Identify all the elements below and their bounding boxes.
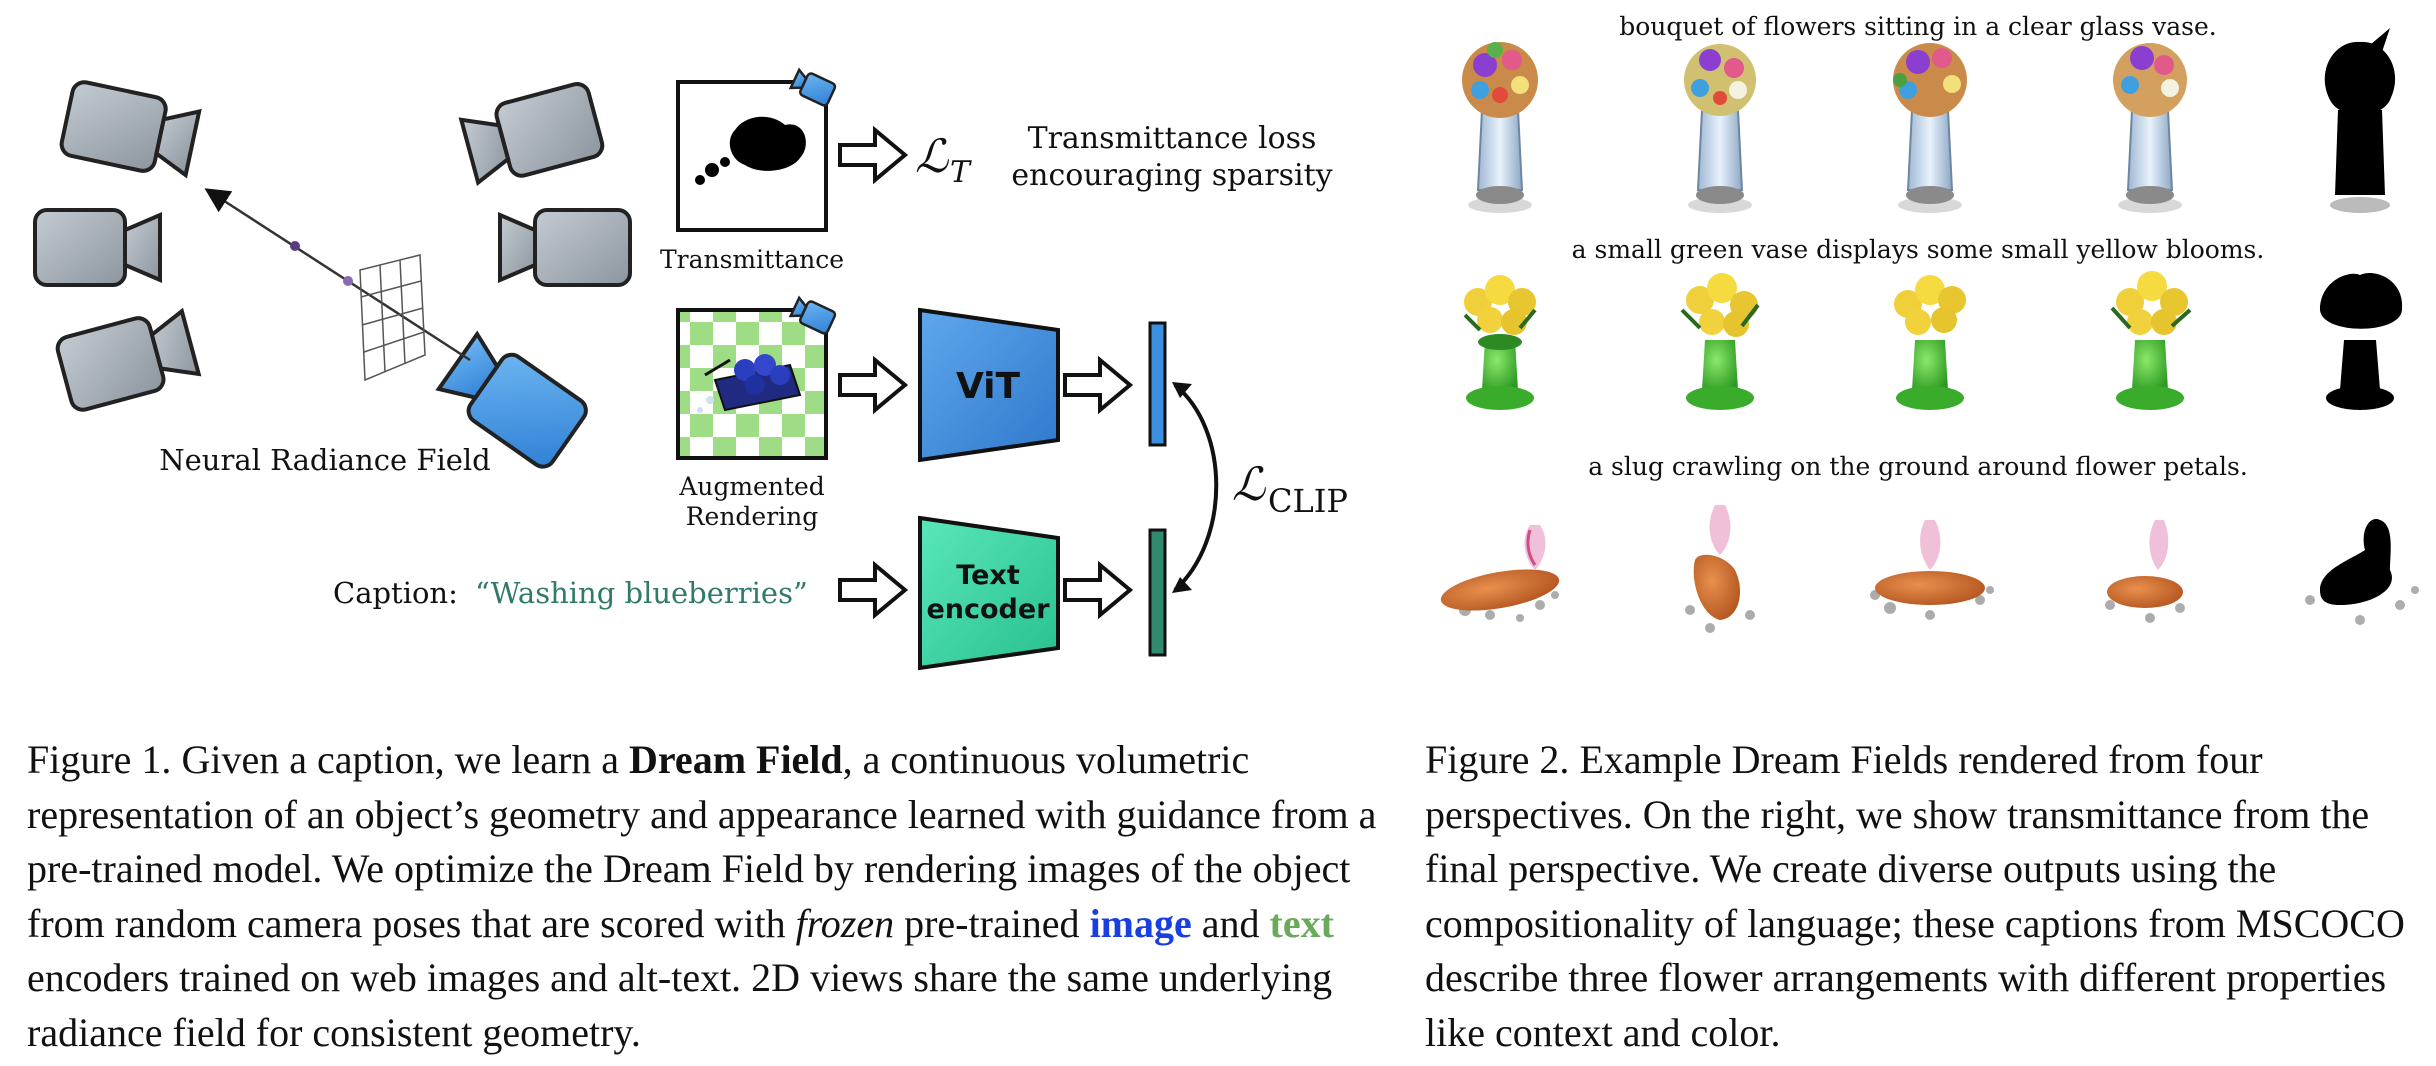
figure-2-svg <box>1440 28 2419 633</box>
bouquet-transmittance <box>2324 28 2396 213</box>
camera-icon <box>498 208 632 287</box>
caption-text: and <box>1191 900 1270 946</box>
row-caption-2: a small green vase displays some small y… <box>1571 235 2265 264</box>
loss-t-desc-1: Transmittance loss <box>1028 121 1317 156</box>
slug-transmittance <box>2305 519 2419 625</box>
slug-render <box>1440 525 1560 622</box>
loss-clip-subscript: CLIP <box>1268 482 1348 520</box>
augmented-label-2: Rendering <box>686 502 819 531</box>
caption-text: , a continuous volumetric representation… <box>27 737 1377 946</box>
camera-icon <box>458 82 605 187</box>
augmented-label-1: Augmented <box>678 472 825 501</box>
text-encoder-label-2: encoder <box>926 594 1050 625</box>
camera-icon <box>788 295 837 335</box>
render-row-3 <box>1440 505 2419 633</box>
arrow <box>1063 355 1134 415</box>
green-vase-render <box>1463 275 1537 410</box>
figure-1-diagram: Neural Radiance Field Transmittance <box>0 0 1400 700</box>
bouquet-render <box>1893 43 1967 213</box>
loss-clip-symbol: ℒ <box>1232 457 1266 511</box>
camera-icon <box>788 67 837 107</box>
green-vase-render <box>1680 273 1760 410</box>
sample-point <box>290 241 300 251</box>
vit-encoder <box>918 307 1060 463</box>
caption-bold-term: Dream Field <box>629 737 843 782</box>
text-encoder-label-1: Text <box>956 560 1020 591</box>
caption-example: “Washing blueberries” <box>475 576 808 610</box>
figure-1-label: Figure 1. <box>27 737 172 782</box>
active-camera-icon <box>435 330 588 469</box>
loss-t-subscript: T <box>950 155 972 190</box>
caption-image-word: image <box>1089 900 1192 946</box>
arrow <box>838 125 909 185</box>
camera-icon <box>59 80 202 179</box>
figure-1-caption: Figure 1. Given a caption, we learn a Dr… <box>27 733 1383 1060</box>
slug-render <box>2105 520 2185 623</box>
arrow <box>838 355 909 415</box>
text-encoder <box>918 515 1060 671</box>
green-vase-transmittance <box>2320 273 2403 410</box>
voxel-grid <box>359 254 426 382</box>
camera-icon <box>55 307 202 412</box>
render-row-2 <box>1463 271 2403 410</box>
transmittance-blob <box>695 116 806 185</box>
clip-arc <box>1173 383 1219 592</box>
blueberries-icon <box>697 354 802 413</box>
row-caption-1: bouquet of flowers sitting in a clear gl… <box>1619 12 2217 41</box>
camera-ray <box>204 188 471 362</box>
camera-icon <box>33 208 162 287</box>
caption-prefix: Caption: <box>333 576 458 610</box>
bouquet-render <box>1684 44 1756 213</box>
green-vase-render <box>1894 275 1966 410</box>
transmittance-label: Transmittance <box>660 245 844 274</box>
caption-text: encoders trained on web images and alt-t… <box>27 955 1333 1055</box>
slug-render <box>1685 505 1755 633</box>
loss-t-symbol: ℒ <box>915 129 949 183</box>
figure-1-svg: Neural Radiance Field Transmittance <box>33 67 1348 671</box>
arrow <box>838 560 909 620</box>
vit-label: ViT <box>956 366 1021 407</box>
caption-text-word: text <box>1269 900 1334 946</box>
render-row-1 <box>1462 28 2396 213</box>
caption-text: Example Dream Fields rendered from four … <box>1425 737 2405 1055</box>
arrow <box>1063 560 1134 620</box>
figure-2-grid: bouquet of flowers sitting in a clear gl… <box>1400 0 2436 700</box>
sample-point <box>343 276 353 286</box>
caption-text: pre-trained <box>894 900 1090 946</box>
slug-render <box>1870 520 1994 620</box>
caption-text: Given a caption, we learn a <box>171 737 630 782</box>
clip-arrowhead <box>1172 382 1192 398</box>
row-caption-3: a slug crawling on the ground around flo… <box>1588 452 2248 481</box>
figure-2-caption: Figure 2. Example Dream Fields rendered … <box>1425 733 2415 1060</box>
clip-arrowhead <box>1172 577 1192 593</box>
green-vase-render <box>2110 271 2192 410</box>
bouquet-render <box>1462 42 1538 213</box>
bouquet-render <box>2113 43 2187 213</box>
text-embedding-bar <box>1148 528 1167 657</box>
figure-2-label: Figure 2. <box>1425 737 1570 782</box>
image-embedding-bar <box>1148 321 1167 447</box>
loss-t-desc-2: encouraging sparsity <box>1011 158 1332 193</box>
nerf-label: Neural Radiance Field <box>159 443 490 477</box>
caption-italic-term: frozen <box>795 900 895 946</box>
